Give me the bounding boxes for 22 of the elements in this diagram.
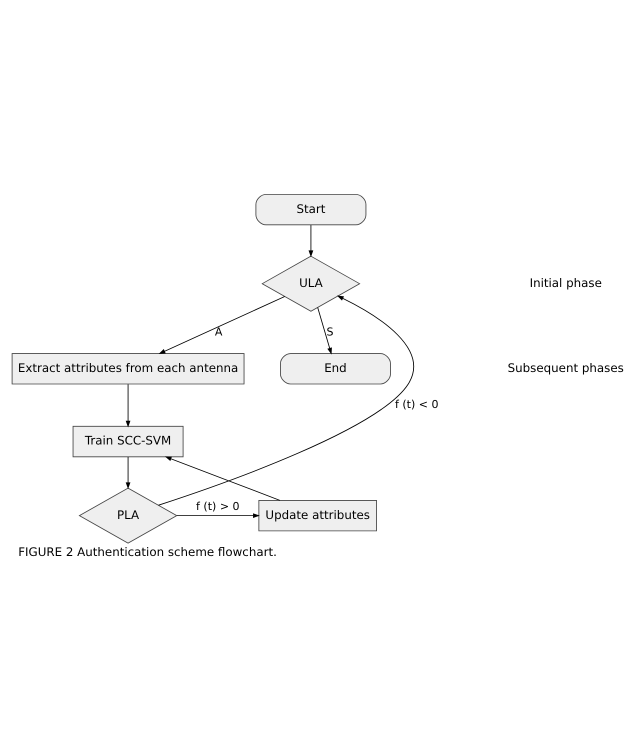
node-box: Extract attributes from each antenna bbox=[12, 352, 244, 384]
arrow bbox=[176, 512, 260, 518]
arrow bbox=[308, 224, 314, 257]
edge-label: S bbox=[326, 324, 334, 338]
node-diamond: PLA bbox=[78, 487, 178, 544]
caption: FIGURE 2 Authentication scheme flowchart. bbox=[18, 544, 277, 559]
node-box: Train SCC-SVM bbox=[72, 425, 184, 457]
arrow bbox=[158, 296, 286, 354]
node-box: Update attributes bbox=[258, 499, 377, 531]
arrow bbox=[126, 456, 130, 489]
label: Initial phase bbox=[530, 275, 602, 290]
label: Subsequent phases bbox=[508, 360, 624, 374]
node-box: Start bbox=[255, 193, 366, 225]
edge-label: f (t) < 0 bbox=[394, 398, 438, 411]
node-box: End bbox=[280, 352, 391, 384]
node-diamond: ULA bbox=[261, 255, 360, 312]
arrow bbox=[126, 383, 130, 428]
edge-label: f (t) > 0 bbox=[196, 500, 240, 513]
arrow bbox=[317, 306, 332, 354]
arrow bbox=[158, 295, 414, 506]
arrow bbox=[164, 456, 280, 500]
edge-label: A bbox=[214, 324, 222, 338]
